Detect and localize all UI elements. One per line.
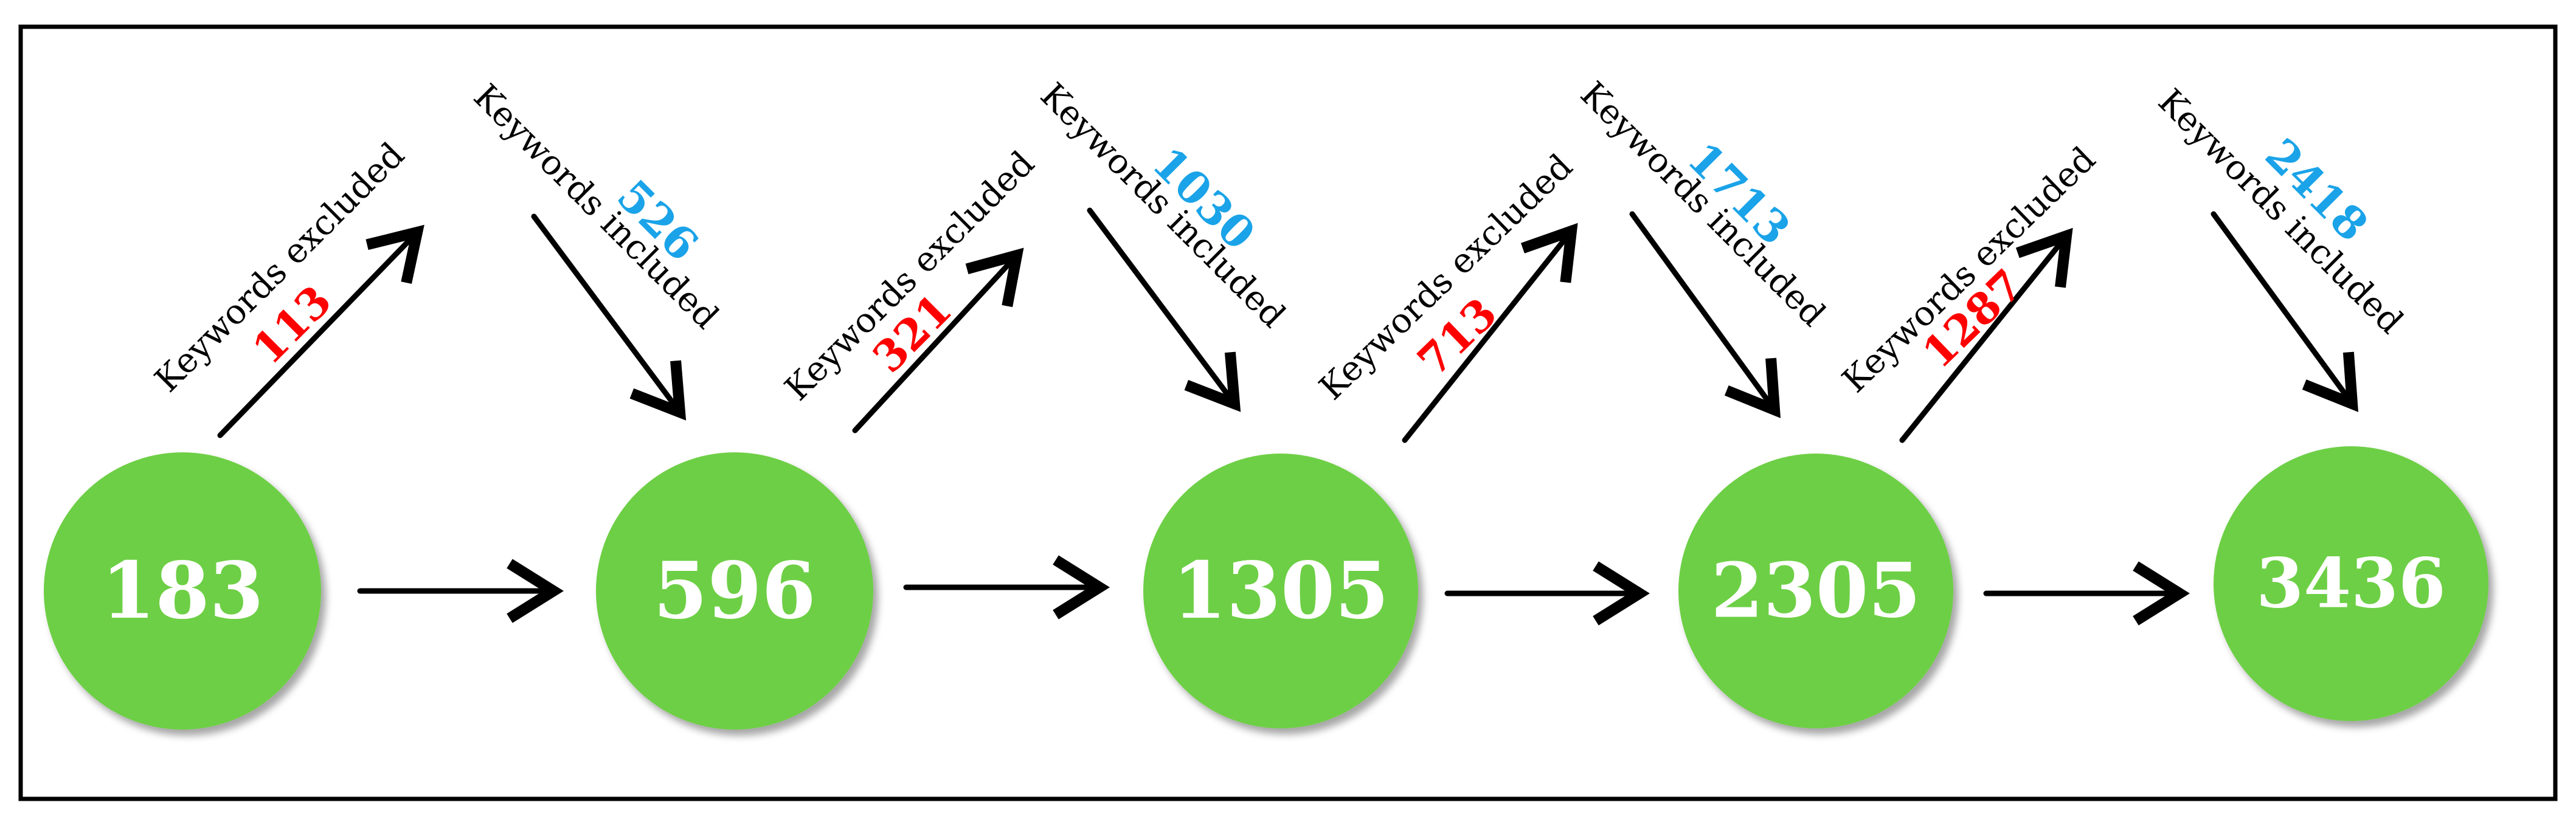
count-node: 3436: [2214, 446, 2488, 721]
node-count-label: 3436: [2256, 544, 2446, 624]
node-circle: [1678, 454, 1953, 728]
count-node: 183: [44, 452, 321, 730]
included-arrow: [1087, 207, 1241, 412]
node-count-label: 596: [653, 545, 815, 637]
node-circle: [596, 452, 873, 730]
included-arrow: [2211, 211, 2359, 412]
count-node: 1305: [1143, 454, 1418, 728]
node-circle: [44, 452, 321, 730]
excluded-arrow: [1402, 223, 1578, 443]
excluded-arrow: [852, 247, 1024, 433]
node-circle: [2214, 446, 2488, 721]
node-count-label: 1305: [1172, 545, 1389, 637]
node-count-label: 2305: [1711, 547, 1920, 635]
excluded-arrow: [1899, 227, 2073, 443]
keywords-included-label: Keywords included: [1033, 75, 1293, 336]
included-arrow: [1629, 211, 1781, 418]
node-circle: [1143, 454, 1418, 728]
keywords-included-label: Keywords included: [1573, 74, 1833, 334]
count-node: 596: [596, 452, 873, 730]
count-node: 2305: [1678, 454, 1953, 728]
included-arrow: [531, 213, 687, 421]
node-count-label: 183: [101, 545, 263, 637]
diagram-border: [18, 24, 2558, 801]
excluded-arrow: [217, 224, 424, 438]
